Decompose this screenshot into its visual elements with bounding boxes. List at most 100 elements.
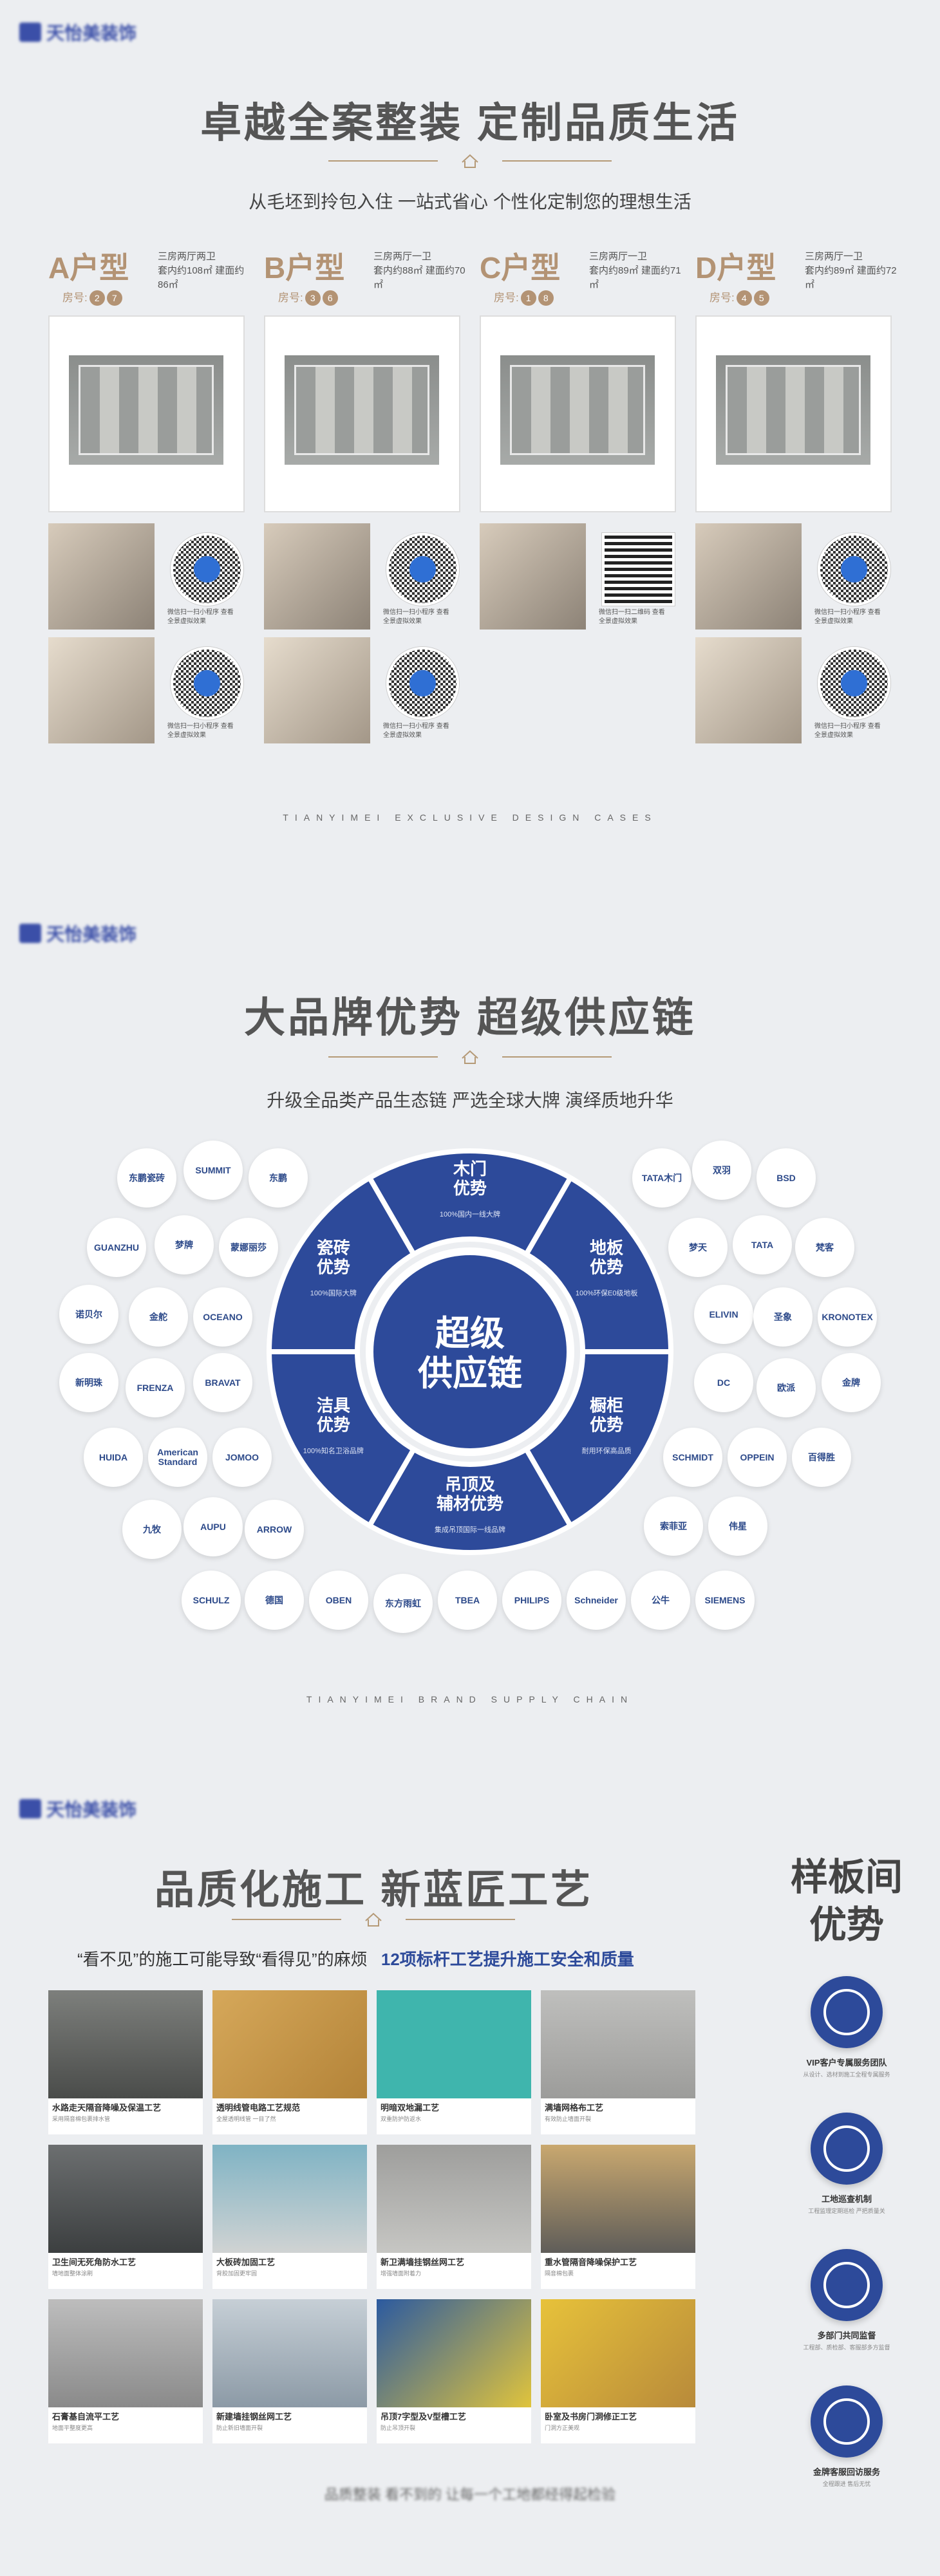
brand-logo-circle: 九牧 [122, 1500, 182, 1559]
brand-logo-circle: HUIDA [84, 1428, 143, 1487]
advantage-icon [811, 2249, 883, 2321]
advantage-icon-ring [823, 1989, 870, 2035]
craft-photo [541, 1990, 695, 2098]
section3-subtitle: “看不见”的施工可能导致“看得见”的麻烦 12项标杆工艺提升施工安全和质量 [77, 1946, 634, 1970]
advantage-title: 多部门共同监督 [817, 2331, 876, 2340]
unit-area: 套内约88㎡ 建面约70㎡ [373, 265, 465, 290]
unit-spec: 三房两厅一卫套内约89㎡ 建面约72㎡ [805, 250, 900, 292]
brand-logo-circle: 金舵 [129, 1287, 188, 1347]
craft-title: 卧室及书房门洞修正工艺 [545, 2412, 637, 2422]
craft-photo [377, 2145, 531, 2253]
wheel-segment-desc: 100%国内一线大牌 [440, 1209, 500, 1218]
interior-photo [480, 523, 586, 630]
advantage-desc: 工程部、质检部、客服部多方监督 [803, 2344, 890, 2351]
room-number-badge: 2 [89, 290, 105, 306]
wheel-segment-desc: 100%国际大牌 [310, 1289, 357, 1298]
wheel-segment [523, 1174, 674, 1354]
advantage-icon [811, 2385, 883, 2458]
brand-logo-circle: 东鹏瓷砖 [117, 1148, 176, 1208]
craft-photo [212, 2145, 367, 2253]
wheel-segment-title: 优势 [590, 1415, 623, 1435]
wheel-segment-title: 木门 [453, 1159, 487, 1179]
section3-subtitle-a: “看不见”的施工可能导致“看得见”的麻烦 [77, 1950, 368, 1969]
unit-area: 套内约89㎡ 建面约72㎡ [805, 265, 897, 290]
craft-card: 卫生间无死角防水工艺墙地面整体涂刷 [48, 2145, 203, 2289]
craft-desc: 全屋透明线管 一目了然 [216, 2116, 276, 2122]
brand-logo-circle: KRONOTEX [818, 1287, 877, 1347]
brand-logo-circle: 索菲亚 [644, 1497, 703, 1556]
wheel-segment [523, 1349, 674, 1529]
wheel-segment-desc: 100%知名卫浴品牌 [303, 1446, 364, 1455]
craft-title: 新建墙挂钢丝网工艺 [216, 2412, 292, 2422]
craft-card: 透明线管电路工艺规范全屋透明线管 一目了然 [212, 1990, 367, 2134]
qr-caption: 微信扫一扫小程序 查看全景虚拟效果 [383, 609, 449, 625]
brand-logo-circle: 德国 [245, 1571, 304, 1630]
floor-plan-drawing [285, 355, 439, 465]
unit-spec: 三房两厅两卫套内约108㎡ 建面约86㎡ [158, 250, 253, 292]
section1-subtitle: 从毛坯到拎包入住 一站式省心 个性化定制您的理想生活 [249, 192, 691, 212]
brand-logo-circle: 梦牌 [155, 1215, 214, 1274]
craft-title: 吊顶7字型及V型槽工艺 [381, 2412, 466, 2422]
title-divider [328, 153, 612, 169]
title-divider [232, 1912, 515, 1927]
brand-logo-circle: ARROW [245, 1500, 304, 1559]
craft-title: 水路走天隔音降噪及保温工艺 [52, 2103, 162, 2113]
wheel-segment-title: 洁具 [317, 1396, 350, 1415]
unit-layout: 三房两厅一卫 [589, 251, 648, 262]
brand-logo-circle: TATA木门 [632, 1148, 691, 1208]
craft-card: 满墙网格布工艺有效防止墙面开裂 [541, 1990, 695, 2134]
brand-logo-circle: AUPU [183, 1497, 243, 1556]
craft-card: 新卫满墙挂钢丝网工艺增强墙面附着力 [377, 2145, 531, 2289]
craft-title: 满墙网格布工艺 [545, 2103, 604, 2113]
brand-logo-circle: 圣象 [753, 1287, 813, 1347]
craft-card: 新建墙挂钢丝网工艺防止新旧墙面开裂 [212, 2299, 367, 2443]
advantage-item: 多部门共同监督工程部、质检部、客服部多方监督 [792, 2249, 901, 2352]
craft-card: 明暗双地漏工艺双重防护防返水 [377, 1990, 531, 2134]
qr-caption: 微信扫一扫二维码 查看全景虚拟效果 [599, 609, 665, 625]
wheel-segment [266, 1174, 417, 1354]
qr-code [386, 647, 459, 720]
wheel-segment-title: 优势 [317, 1258, 350, 1277]
advantage-icon-ring [823, 2125, 870, 2172]
brand-logo-circle: 公牛 [631, 1571, 690, 1630]
craft-desc: 防止吊顶开裂 [381, 2425, 416, 2431]
craft-photo [377, 2299, 531, 2407]
craft-photo [212, 2299, 367, 2407]
room-number-badge: 5 [753, 290, 769, 306]
floor-plan [480, 315, 676, 512]
wheel-segment-desc: 耐用环保高品质 [582, 1446, 632, 1455]
room-number-badge: 7 [106, 290, 122, 306]
qr-code [386, 533, 459, 606]
qr-caption: 微信扫一扫小程序 查看全景虚拟效果 [814, 723, 881, 739]
unit-name: B户型 [264, 251, 345, 285]
advantage-icon-ring [823, 2398, 870, 2445]
interior-photo [264, 523, 370, 630]
craft-card: 卧室及书房门洞修正工艺门洞方正美观 [541, 2299, 695, 2443]
craft-desc: 有效防止墙面开裂 [545, 2116, 592, 2122]
room-number-badge: 1 [520, 290, 536, 306]
side-title: 样板间 优势 [790, 1856, 903, 1946]
craft-desc: 背胶加固更牢固 [216, 2270, 258, 2277]
floor-plan [48, 315, 245, 512]
section2-title: 大品牌优势 超级供应链 [244, 994, 696, 1041]
craft-photo [541, 2145, 695, 2253]
unit-layout: 三房两厅两卫 [158, 251, 216, 262]
unit-area: 套内约89㎡ 建面约71㎡ [589, 265, 681, 290]
craft-desc: 防止新旧墙面开裂 [216, 2425, 263, 2431]
interior-photo [264, 637, 370, 743]
craft-photo [48, 2145, 203, 2253]
house-icon [462, 1050, 478, 1064]
craft-desc: 增强墙面附着力 [381, 2270, 422, 2277]
wheel-segment-title: 吊顶及 [445, 1475, 495, 1494]
advantage-title: VIP客户专属服务团队 [806, 2058, 887, 2067]
brand-logo: 天怡美装饰 [19, 19, 136, 45]
brand-logo-circle: TBEA [438, 1571, 497, 1630]
craft-card: 水路走天隔音降噪及保温工艺采用隔音棉包裹排水管 [48, 1990, 203, 2134]
unit-name: D户型 [695, 251, 776, 285]
brand-logo-circle: 欧派 [757, 1358, 816, 1417]
craft-desc: 地面平整度更高 [52, 2425, 93, 2431]
